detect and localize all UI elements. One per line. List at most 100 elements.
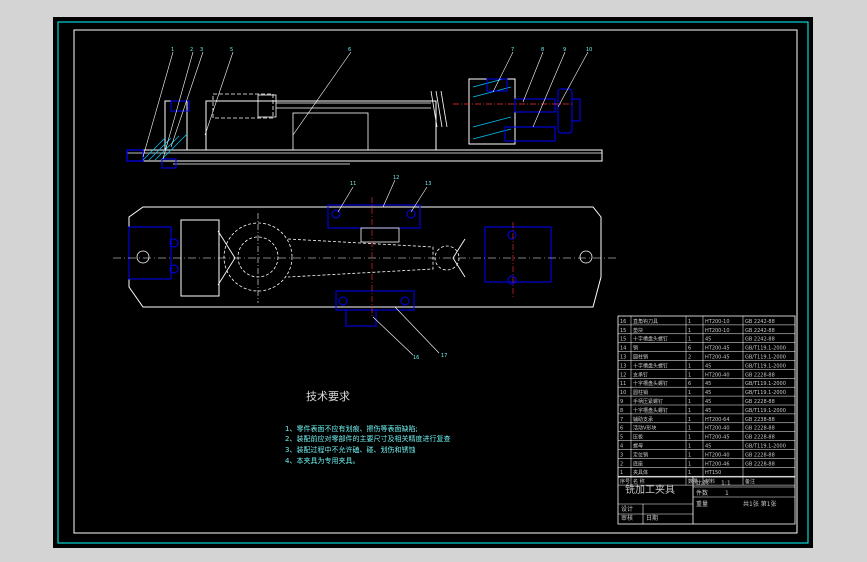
bom-cell-material: HT200-45 <box>705 435 730 441</box>
bom-cell-std: GB/T119.1-2000 <box>745 390 786 396</box>
bom-cell-std: GB/T119.1-2000 <box>745 363 786 369</box>
svg-text:17: 17 <box>441 353 447 359</box>
bom-cell-name: 十字槽盘头螺钉 <box>633 407 668 414</box>
svg-text:2: 2 <box>190 47 193 53</box>
bom-cell-std: GB 2242-88 <box>745 328 775 334</box>
bom-cell-name: 底座 <box>633 460 643 467</box>
bom-cell-name: 十字槽盘头螺钉 <box>633 362 668 369</box>
ratio-value: 1:1 <box>721 480 731 487</box>
bom-cell-qty: 1 <box>688 372 691 378</box>
technical-requirements: 技术要求 1、零件表面不应有划痕、擦伤等表面缺陷; 2、装配前应对零部件的主要尺… <box>285 390 450 465</box>
bom-cell-name: 十字槽盘头螺钉 <box>633 380 668 387</box>
bom-cell-no: 13 <box>620 355 626 361</box>
requirement-2: 2、装配前应对零部件的主要尺寸及相关精度进行复查 <box>285 434 450 443</box>
bom-cell-name: 定位销 <box>633 451 648 458</box>
bom-cell-std: GB 2228-88 <box>745 399 775 405</box>
bom-cell-material: 45 <box>705 390 711 396</box>
svg-text:9: 9 <box>563 47 566 53</box>
svg-text:11: 11 <box>350 181 356 187</box>
bom-cell-name: 螺母 <box>633 443 643 450</box>
weight-label: 重量 <box>696 500 708 508</box>
bom-cell-qty: 1 <box>688 319 691 325</box>
bom-cell-material: 45 <box>705 363 711 369</box>
svg-text:7: 7 <box>511 47 514 53</box>
bom-cell-material: HT200-45 <box>705 346 730 352</box>
bom-cell-std: GB 2228-88 <box>745 426 775 432</box>
bom-cell-no: 14 <box>620 346 626 352</box>
bom-cell-name: 辅助支承 <box>633 416 653 423</box>
bom-cell-std: GB 2228-88 <box>745 435 775 441</box>
svg-text:5: 5 <box>230 47 233 53</box>
bom-cell-material: 45 <box>705 399 711 405</box>
svg-text:16: 16 <box>413 355 419 361</box>
bom-cell-std: GB/T119.1-2000 <box>745 346 786 352</box>
bom-cell-qty: 1 <box>688 461 691 467</box>
bom-cell-std: GB 2242-88 <box>745 319 775 325</box>
bom-cell-name: 圆柱销 <box>633 354 648 361</box>
bom-cell-material: HT200-45 <box>705 355 730 361</box>
bom-cell-qty: 1 <box>688 426 691 432</box>
bom-cell-no: 1 <box>620 470 623 476</box>
bom-cell-std: GB/T119.1-2000 <box>745 381 786 387</box>
bom-cell-no: 16 <box>620 319 626 325</box>
bom-cell-std: GB 2242-88 <box>745 337 775 343</box>
requirements-title: 技术要求 <box>306 390 350 403</box>
bom-cell-qty: 1 <box>688 452 691 458</box>
bom-cell-qty: 1 <box>688 328 691 334</box>
sign-review: 审核 <box>621 514 633 522</box>
base-plate <box>126 149 603 162</box>
bom-cell-material: 45 <box>705 337 711 343</box>
bom-cell-qty: 1 <box>688 444 691 450</box>
bom-cell-std: GB 2228-88 <box>745 461 775 467</box>
bom-cell-material: HT200-10 <box>705 319 730 325</box>
bom-cell-std: GB 2228-88 <box>745 452 775 458</box>
bom-cell-std: GB/T119.1-2000 <box>745 408 786 414</box>
bom-cell-material: 45 <box>705 444 711 450</box>
bom-cell-std: GB/T119.1-2000 <box>745 444 786 450</box>
bom-cell-material: HT200-64 <box>705 417 730 423</box>
bom-cell-material: HT150 <box>705 470 721 476</box>
bom-cell-qty: 6 <box>688 346 691 352</box>
bom-cell-no: 12 <box>620 372 626 378</box>
bom-cell-no: 15 <box>620 328 626 334</box>
svg-text:12: 12 <box>393 175 399 181</box>
bom-cell-name: 压板 <box>633 434 643 441</box>
bom-cell-no: 3 <box>620 452 623 458</box>
bom-cell-qty: 1 <box>688 399 691 405</box>
svg-text:10: 10 <box>586 47 592 53</box>
bom-cell-name: 十字槽盘头螺钉 <box>633 336 668 343</box>
bom-cell-material: 45 <box>705 381 711 387</box>
svg-text:3: 3 <box>200 47 203 53</box>
bom-cell-no: 6 <box>620 426 623 432</box>
bom-cell-qty: 1 <box>688 435 691 441</box>
inner-frame <box>73 29 798 534</box>
bom-cell-no: 9 <box>620 399 623 405</box>
bom-cell-material: HT200-40 <box>705 426 730 432</box>
bom-cell-name: 圆柱销 <box>633 389 648 396</box>
bom-cell-qty: 1 <box>688 408 691 414</box>
svg-text:6: 6 <box>348 47 351 53</box>
bom-cell-qty: 1 <box>688 363 691 369</box>
date-label: 日期 <box>646 514 658 522</box>
bom-cell-name: 手柄压紧螺钉 <box>633 398 663 405</box>
bom-cell-std: GB 2228-88 <box>745 372 775 378</box>
bom-cell-qty: 1 <box>688 470 691 476</box>
bom-cell-material: HT200-46 <box>705 461 730 467</box>
bom-cell-no: 15 <box>620 337 626 343</box>
bom-cell-name: 支承钉 <box>633 371 648 378</box>
bom-cell-no: 10 <box>620 390 626 396</box>
bom-cell-qty: 1 <box>688 337 691 343</box>
bom-cell-name: 活动V形块 <box>633 425 656 432</box>
outer-frame <box>57 21 809 544</box>
bom-cell-material: 材料 <box>705 478 715 485</box>
bom-cell-material: HT200-10 <box>705 328 730 334</box>
bom-cell-no: 2 <box>620 461 623 467</box>
bom-cell-no: 7 <box>620 417 623 423</box>
bom-cell-name: 销 <box>633 345 638 352</box>
bom-cell-no: 5 <box>620 435 623 441</box>
